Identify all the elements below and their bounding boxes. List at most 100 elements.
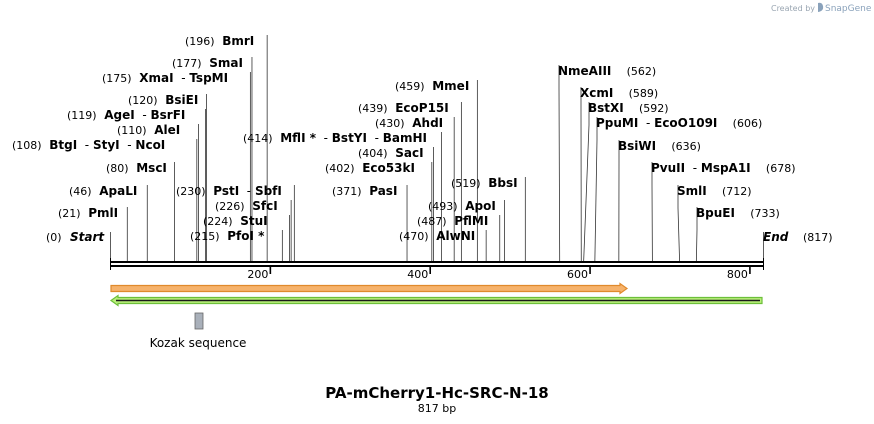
site-labels: (21) PmlI (46) ApaLI (80) MscI (108) BtgI -… <box>12 34 796 243</box>
restriction-site-agei[interactable]: (119) AgeI - BsrFI <box>67 108 185 122</box>
site-leader-line <box>558 65 561 262</box>
site-name: AlwNI <box>436 229 475 243</box>
site-name: BamHI <box>383 131 427 145</box>
site-gap <box>42 138 50 152</box>
restriction-site-bsiwi[interactable]: BsiWI (636) <box>618 139 701 153</box>
site-separator: - <box>367 131 383 145</box>
forward-arrow-shape[interactable] <box>110 282 629 295</box>
restriction-site-smai[interactable]: (177) SmaI <box>172 56 243 70</box>
orf-arrow-reverse[interactable] <box>109 294 763 307</box>
site-name: BstYI <box>332 131 367 145</box>
site-position: (712) <box>722 185 752 198</box>
restriction-site-ecop15i[interactable]: (439) EcoP15I <box>358 101 449 115</box>
site-name: Eco53kI <box>362 161 415 175</box>
site-position: (46) <box>69 185 92 198</box>
restriction-site-mfli[interactable]: (414) MflI * - BstYI - BamHI <box>243 131 427 145</box>
restriction-site-bmri[interactable]: (196) BmrI <box>185 34 254 48</box>
restriction-site-alei[interactable]: (110) AleI <box>117 123 180 137</box>
site-separator: - <box>638 116 654 130</box>
site-gap <box>362 184 370 198</box>
site-leader-line <box>677 185 680 262</box>
site-gap <box>405 116 413 130</box>
site-name: NmeAIII <box>558 64 611 78</box>
site-gap <box>611 64 626 78</box>
site-position: (562) <box>627 65 657 78</box>
restriction-site-xmai[interactable]: (175) XmaI - TspMI <box>102 71 228 85</box>
site-position: (371) <box>332 185 362 198</box>
restriction-site-btgi[interactable]: (108) BtgI - StyI - NcoI <box>12 138 165 152</box>
restriction-site-nmeaiii[interactable]: NmeAIII (562) <box>558 64 656 78</box>
restriction-site-apali[interactable]: (46) ApaLI <box>69 184 137 198</box>
site-position: (470) <box>399 230 429 243</box>
restriction-site-stui[interactable]: (224) StuI <box>203 214 268 228</box>
restriction-site-bpuei[interactable]: BpuEI (733) <box>696 206 780 220</box>
restriction-site-msci[interactable]: (80) MscI <box>106 161 167 175</box>
restriction-site-apoi[interactable]: (493) ApoI <box>428 199 496 213</box>
site-leader-line <box>583 102 590 262</box>
restriction-site-saci[interactable]: (404) SacI <box>358 146 424 160</box>
site-name: AhdI <box>412 116 443 130</box>
site-gap <box>97 108 105 122</box>
watermark-brand: SnapGene <box>825 4 872 14</box>
kozak-feature[interactable]: Kozak sequence <box>150 312 247 350</box>
restriction-site-pasi[interactable]: (371) PasI <box>332 184 397 198</box>
kozak-feature-box[interactable] <box>194 312 204 330</box>
snapgene-logo-icon <box>818 2 824 12</box>
restriction-site-pfoi[interactable]: (215) PfoI * <box>190 229 265 243</box>
restriction-site-smli[interactable]: SmlI (712) <box>677 184 752 198</box>
site-position: (196) <box>185 35 215 48</box>
restriction-site-sfci[interactable]: (226) SfcI <box>215 199 278 213</box>
site-name: PvuII <box>651 161 685 175</box>
site-name: BsrFI <box>151 108 186 122</box>
restriction-site-mmei[interactable]: (459) MmeI <box>395 79 469 93</box>
restriction-site-bbsi[interactable]: (519) BbsI <box>451 176 518 190</box>
end-position: (817) <box>803 231 833 244</box>
site-gap <box>220 229 228 243</box>
restriction-site-ppumi[interactable]: PpuMI - EcoO109I (606) <box>596 116 762 130</box>
site-gap <box>202 56 210 70</box>
site-position: (592) <box>639 102 669 115</box>
restriction-site-bsiei[interactable]: (120) BsiEI <box>128 93 198 107</box>
watermark-prefix: Created by <box>771 4 815 13</box>
site-leader-line <box>695 207 698 262</box>
restriction-site-bstxi[interactable]: BstXI (592) <box>588 101 669 115</box>
restriction-site-pflmi[interactable]: (487) PflMI <box>417 214 488 228</box>
restriction-site-ahdi[interactable]: (430) AhdI <box>375 116 443 130</box>
restriction-site-eco53ki[interactable]: (402) Eco53kI <box>325 161 415 175</box>
site-gap <box>233 214 241 228</box>
scale-tick-label: 600 <box>567 268 588 281</box>
site-name: MscI <box>136 161 167 175</box>
methylation-star: * <box>306 131 317 145</box>
site-gap <box>215 34 223 48</box>
restriction-site-pvuii[interactable]: PvuII - MspA1I (678) <box>651 161 796 175</box>
site-separator: - <box>120 138 136 152</box>
site-position: (80) <box>106 162 129 175</box>
site-gap <box>481 176 489 190</box>
site-name: MspA1I <box>701 161 751 175</box>
site-position: (414) <box>243 132 273 145</box>
map-title: PA-mCherry1-Hc-SRC-N-18 <box>325 384 548 402</box>
site-name: SmlI <box>677 184 707 198</box>
restriction-site-pmli[interactable]: (21) PmlI <box>58 206 118 220</box>
site-gap <box>245 199 253 213</box>
site-gap <box>751 161 766 175</box>
site-name: SmaI <box>209 56 243 70</box>
site-gap <box>717 116 732 130</box>
scale-tick-label: 200 <box>247 268 268 281</box>
site-position: (224) <box>203 215 233 228</box>
site-gap <box>147 123 155 137</box>
leader-lines <box>110 35 764 262</box>
site-position: (230) <box>176 185 206 198</box>
site-gap <box>158 93 166 107</box>
site-name: AgeI <box>104 108 134 122</box>
site-gap <box>132 71 140 85</box>
orf-arrow-forward[interactable] <box>110 282 629 295</box>
restriction-site-psti[interactable]: (230) PstI - SbfI <box>176 184 282 198</box>
site-position: (215) <box>190 230 220 243</box>
restriction-site-xcmi[interactable]: XcmI (589) <box>580 86 658 100</box>
restriction-site-alwni[interactable]: (470) AlwNI <box>399 229 475 243</box>
site-name: ApaLI <box>99 184 137 198</box>
site-gap <box>447 214 455 228</box>
site-name: EcoP15I <box>395 101 449 115</box>
site-position: (119) <box>67 109 97 122</box>
